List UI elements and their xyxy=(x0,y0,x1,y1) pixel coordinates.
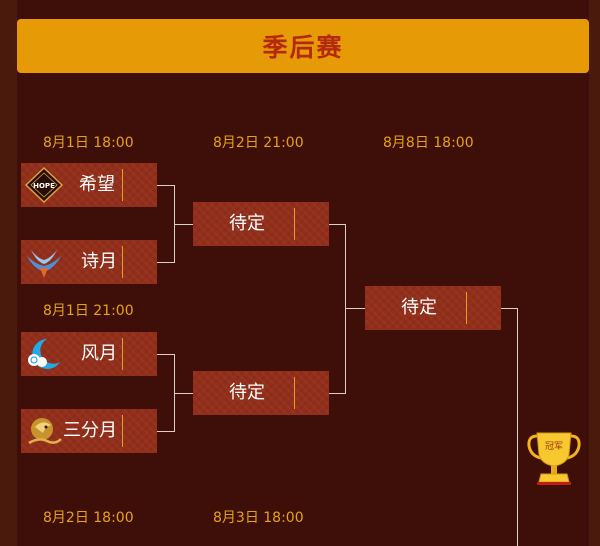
header-bar: 季后赛 xyxy=(17,19,589,73)
eagle-logo-icon xyxy=(27,250,61,278)
team-fengyue[interactable]: 风月 xyxy=(21,332,157,376)
connector-line xyxy=(329,393,345,394)
page-title: 季后赛 xyxy=(262,33,344,62)
date-r1-bottom: 8月1日 21:00 xyxy=(43,303,134,319)
date-r1-top: 8月1日 18:00 xyxy=(43,135,134,151)
connector-line xyxy=(345,308,365,309)
divider xyxy=(122,338,123,370)
team-name: 诗月 xyxy=(81,251,117,272)
final-match[interactable]: 待定 xyxy=(365,286,501,330)
divider xyxy=(294,208,295,240)
connector-line xyxy=(345,224,346,394)
divider xyxy=(122,415,123,447)
divider xyxy=(122,246,123,278)
team-shiyue[interactable]: 诗月 xyxy=(21,240,157,284)
connector-line xyxy=(174,224,193,225)
connector-line xyxy=(174,393,193,394)
team-name: 风月 xyxy=(81,343,117,364)
match-status: 待定 xyxy=(401,297,437,318)
date-final: 8月8日 18:00 xyxy=(383,135,474,151)
svg-text:HOPE: HOPE xyxy=(33,182,55,190)
divider xyxy=(294,377,295,409)
date-r2: 8月2日 21:00 xyxy=(213,135,304,151)
connector-line xyxy=(329,224,345,225)
team-name: 三分月 xyxy=(63,420,117,441)
divider xyxy=(466,292,467,324)
match-status: 待定 xyxy=(229,213,265,234)
trophy-icon: 冠军 xyxy=(527,432,581,485)
match-status: 待定 xyxy=(229,382,265,403)
connector-line xyxy=(157,262,174,263)
dragon-logo-icon xyxy=(28,418,62,445)
connector-line xyxy=(501,308,517,309)
team-name: 希望 xyxy=(79,174,115,195)
date-lower-r2: 8月3日 18:00 xyxy=(213,510,304,526)
date-lower-r1: 8月2日 18:00 xyxy=(43,510,134,526)
connector-line xyxy=(157,431,174,432)
connector-line xyxy=(157,185,174,186)
trophy-label: 冠军 xyxy=(545,441,563,452)
team-hope[interactable]: HOPE 希望 xyxy=(21,163,157,207)
connector-line xyxy=(517,308,518,546)
hope-logo-icon: HOPE xyxy=(25,167,63,203)
wind-logo-icon xyxy=(28,339,60,369)
semifinal-2[interactable]: 待定 xyxy=(193,371,329,415)
divider xyxy=(122,169,123,201)
team-sanfenyue[interactable]: 三分月 xyxy=(21,409,157,453)
semifinal-1[interactable]: 待定 xyxy=(193,202,329,246)
connector-line xyxy=(157,354,174,355)
